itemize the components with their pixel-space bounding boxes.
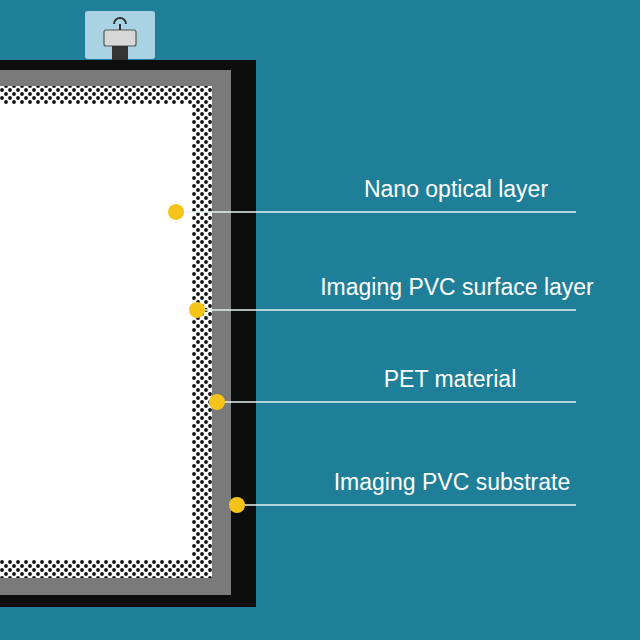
- layer-label: PET material: [384, 366, 517, 392]
- optical-dot-band: [0, 86, 212, 578]
- marker-dot: [209, 394, 225, 410]
- leader-line: [176, 211, 576, 213]
- marker-dots: [168, 204, 245, 513]
- pvc-substrate-band: [0, 70, 231, 595]
- marker-dot: [189, 302, 205, 318]
- marker-dot: [168, 204, 184, 220]
- leader-line: [237, 504, 576, 506]
- hook-plate: [85, 11, 155, 59]
- marker-dot: [229, 497, 245, 513]
- hook: [114, 18, 126, 30]
- leader-lines: [176, 212, 576, 505]
- leader-line: [217, 401, 576, 403]
- layer-label: Imaging PVC substrate: [334, 469, 571, 495]
- screen-frame: [0, 60, 256, 607]
- layer-label: Nano optical layer: [364, 176, 548, 202]
- leader-line: [197, 309, 576, 311]
- hook-base: [104, 30, 136, 46]
- screen-surface: [0, 104, 192, 560]
- hook-strap: [112, 46, 128, 60]
- layer-label: Imaging PVC surface layer: [320, 274, 594, 300]
